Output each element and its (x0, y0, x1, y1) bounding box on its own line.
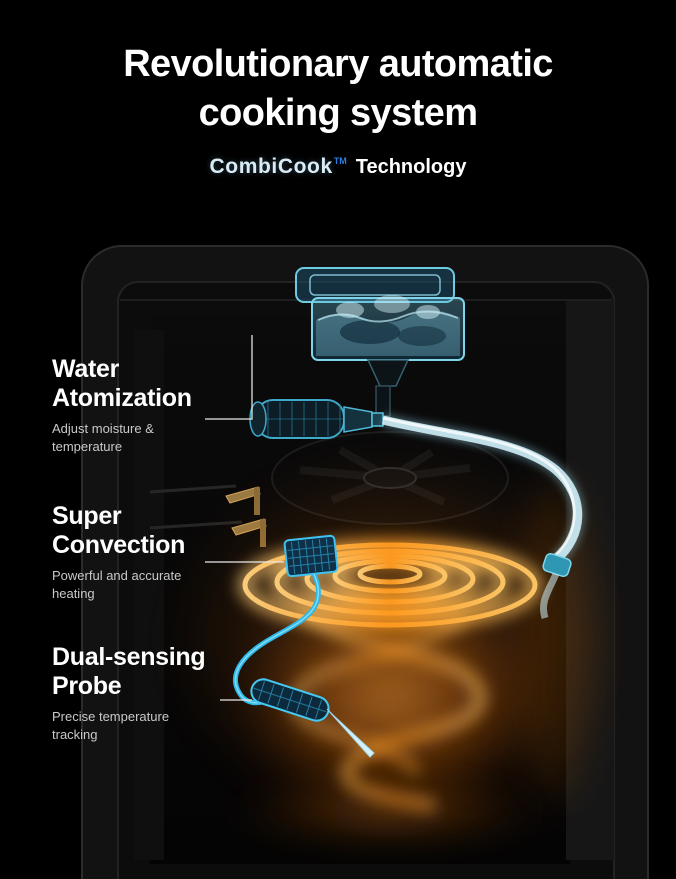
callout-lines (205, 335, 284, 701)
page-title: Revolutionary automatic cooking system (123, 43, 553, 135)
brand-row: CombiCook TM Technology (0, 155, 676, 179)
callout-dual-sensing-probe: Dual-sensing Probe Precise temperature t… (52, 643, 240, 744)
probe-cable (233, 572, 321, 706)
brand-logo: CombiCook (209, 154, 333, 178)
callout-title: Water Atomization (52, 355, 192, 412)
water-atomizer (249, 399, 384, 439)
callout-super-convection: Super Convection Powerful and accurate h… (52, 502, 240, 603)
callout-line-water (205, 335, 253, 420)
water-tank (295, 267, 465, 361)
trademark-mark: TM (333, 155, 347, 166)
flame-swirl (160, 450, 620, 838)
callout-description: Adjust moisture & temperature (52, 421, 154, 455)
steam-generator (283, 534, 339, 578)
temperature-probe (250, 678, 375, 758)
heating-coil (239, 539, 541, 631)
callout-water-atomization: Water Atomization Adjust moisture & temp… (52, 355, 230, 456)
callout-description: Powerful and accurate heating (52, 568, 182, 602)
callout-title: Dual-sensing Probe (52, 643, 206, 700)
steam-tube (381, 413, 585, 620)
callout-title: Super Convection (52, 502, 186, 559)
header: Revolutionary automatic cooking system C… (0, 40, 676, 179)
brand-technology-label: Technology (355, 155, 467, 178)
callout-description: Precise temperature tracking (52, 709, 170, 743)
